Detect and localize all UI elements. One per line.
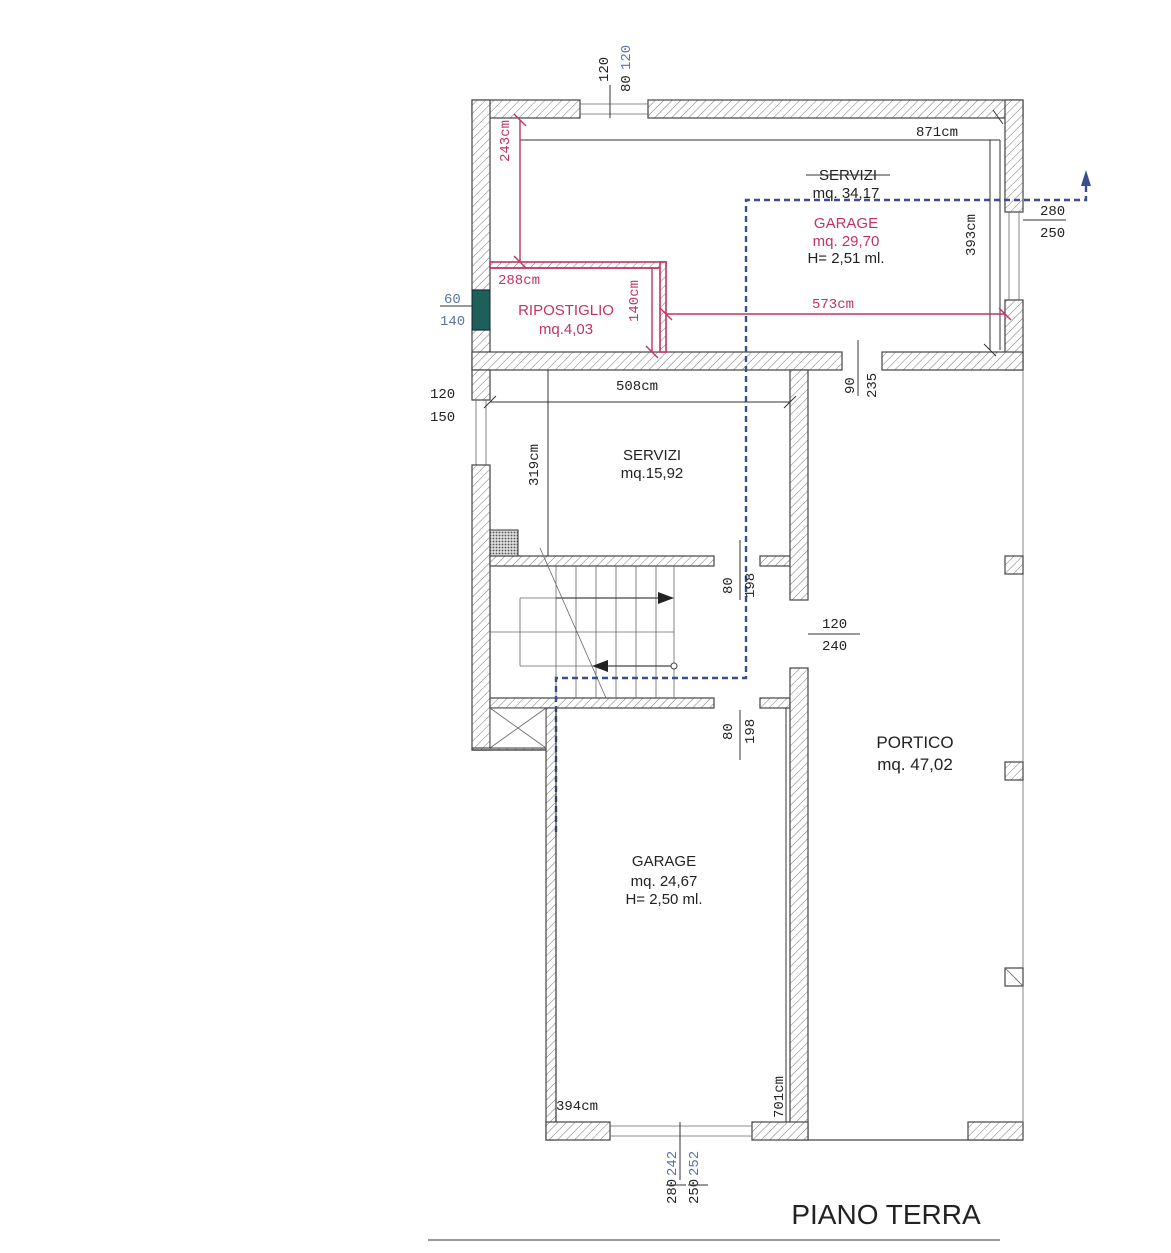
dim-243: 243cm	[498, 120, 514, 162]
opening-stair-door-2: 80 198	[721, 719, 759, 744]
dim-701: 701cm	[772, 1076, 788, 1118]
dim-288: 288cm	[498, 273, 540, 289]
svg-text:90: 90	[843, 377, 859, 394]
room-area: mq.15,92	[621, 465, 684, 482]
service-shaft	[489, 529, 519, 557]
svg-text:80: 80	[721, 723, 737, 740]
room-area: mq. 34,17	[813, 185, 880, 202]
room-height: H= 2,50 ml.	[625, 891, 702, 908]
dim-319: 319cm	[527, 444, 543, 486]
dimension-lines	[428, 85, 1066, 1241]
svg-text:250: 250	[1040, 226, 1065, 242]
room-name: PORTICO	[876, 733, 953, 752]
dim-393: 393cm	[964, 214, 980, 256]
room-name: GARAGE	[632, 853, 696, 870]
svg-text:120: 120	[822, 617, 847, 633]
opening-mid-door: 90 235	[843, 373, 881, 398]
svg-text:198: 198	[743, 719, 759, 744]
room-name: SERVIZI	[623, 447, 681, 464]
svg-text:242: 242	[665, 1151, 681, 1176]
svg-text:252: 252	[687, 1151, 703, 1176]
dim-508: 508cm	[616, 379, 658, 395]
svg-text:280: 280	[1040, 204, 1065, 220]
svg-text:150: 150	[430, 410, 455, 426]
boundary-arrow-icon	[1081, 170, 1091, 186]
dim-573: 573cm	[812, 297, 854, 313]
svg-text:198: 198	[743, 573, 759, 598]
svg-text:140: 140	[440, 314, 465, 330]
property-boundary	[554, 182, 1088, 832]
room-area: mq. 24,67	[631, 873, 698, 890]
room-area: mq.4,03	[539, 321, 593, 338]
dim-394: 394cm	[556, 1099, 598, 1115]
room-name: GARAGE	[814, 215, 878, 232]
svg-text:80: 80	[619, 75, 635, 92]
dim-140: 140cm	[627, 280, 643, 322]
svg-text:250: 250	[687, 1179, 703, 1204]
opening-right-window: 280 250	[1040, 204, 1065, 242]
svg-text:120: 120	[597, 57, 613, 82]
svg-text:240: 240	[822, 639, 847, 655]
room-servizi-lower: SERVIZI mq.15,92	[621, 447, 684, 482]
room-garage-upper: GARAGE mq. 29,70 H= 2,51 ml.	[807, 215, 884, 267]
svg-text:280: 280	[665, 1179, 681, 1204]
room-name: RIPOSTIGLIO	[518, 302, 614, 319]
opening-portico-door: 120 240	[822, 617, 847, 655]
opening-stair-door-1: 80 198	[721, 573, 759, 598]
opening-bottom-window: 280 242 250 252	[665, 1151, 708, 1204]
room-area: mq. 29,70	[813, 233, 880, 250]
room-ripostiglio: RIPOSTIGLIO mq.4,03	[518, 302, 614, 338]
opening-top-window: 120 80 120	[597, 45, 635, 92]
room-garage-lower: GARAGE mq. 24,67 H= 2,50 ml.	[625, 853, 702, 908]
svg-text:60: 60	[444, 292, 461, 308]
svg-text:120: 120	[619, 45, 635, 70]
page-title: PIANO TERRA	[791, 1199, 981, 1230]
opening-left-window: 120 150	[430, 387, 455, 426]
room-portico: PORTICO mq. 47,02	[876, 733, 953, 774]
walls	[471, 99, 1024, 1141]
svg-text:120: 120	[430, 387, 455, 403]
room-height: H= 2,51 ml.	[807, 250, 884, 267]
room-area: mq. 47,02	[877, 755, 953, 774]
room-servizi-upper: SERVIZI mq. 34,17	[806, 167, 890, 202]
opening-left-small: 60 140	[440, 292, 465, 330]
staircase	[490, 547, 678, 699]
dim-871: 871cm	[916, 125, 958, 141]
svg-text:235: 235	[865, 373, 881, 398]
chimney-shaft	[471, 289, 491, 331]
svg-text:80: 80	[721, 577, 737, 594]
